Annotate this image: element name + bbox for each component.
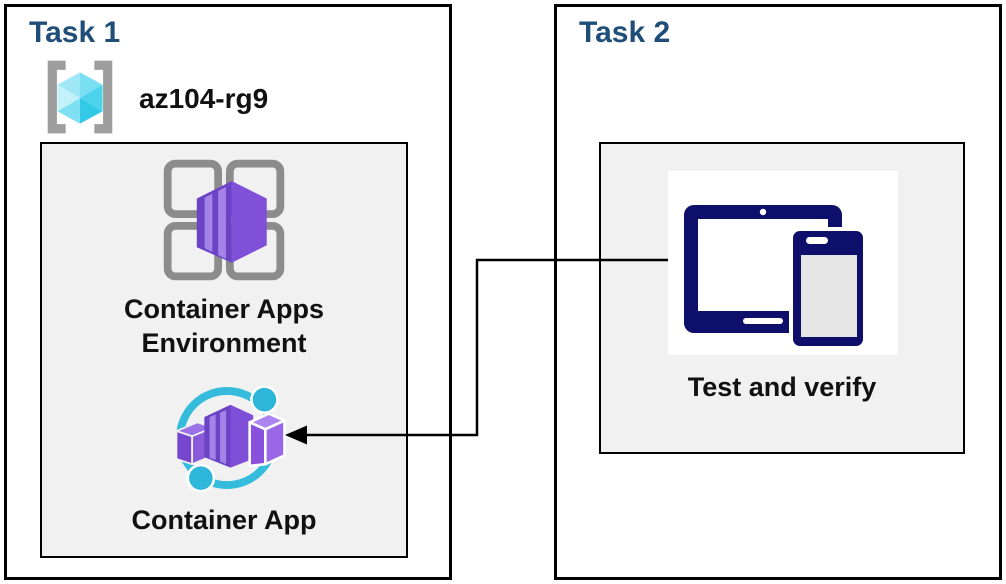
task2-title: Task 2 bbox=[579, 16, 671, 49]
resource-group-row: az104-rg9 bbox=[39, 59, 268, 139]
container-apps-environment-icon bbox=[156, 152, 292, 293]
resource-group-name: az104-rg9 bbox=[139, 83, 269, 114]
task1-title: Task 1 bbox=[29, 16, 121, 49]
test-and-verify-label: Test and verify bbox=[687, 372, 877, 402]
resource-group-icon bbox=[39, 58, 121, 141]
devices-icon-backdrop bbox=[668, 171, 898, 355]
container-app-icon bbox=[166, 377, 288, 504]
container-app-label: Container App bbox=[131, 505, 317, 535]
container-apps-environment-label: Container Apps Environment bbox=[123, 294, 324, 358]
devices-icon bbox=[668, 205, 898, 359]
